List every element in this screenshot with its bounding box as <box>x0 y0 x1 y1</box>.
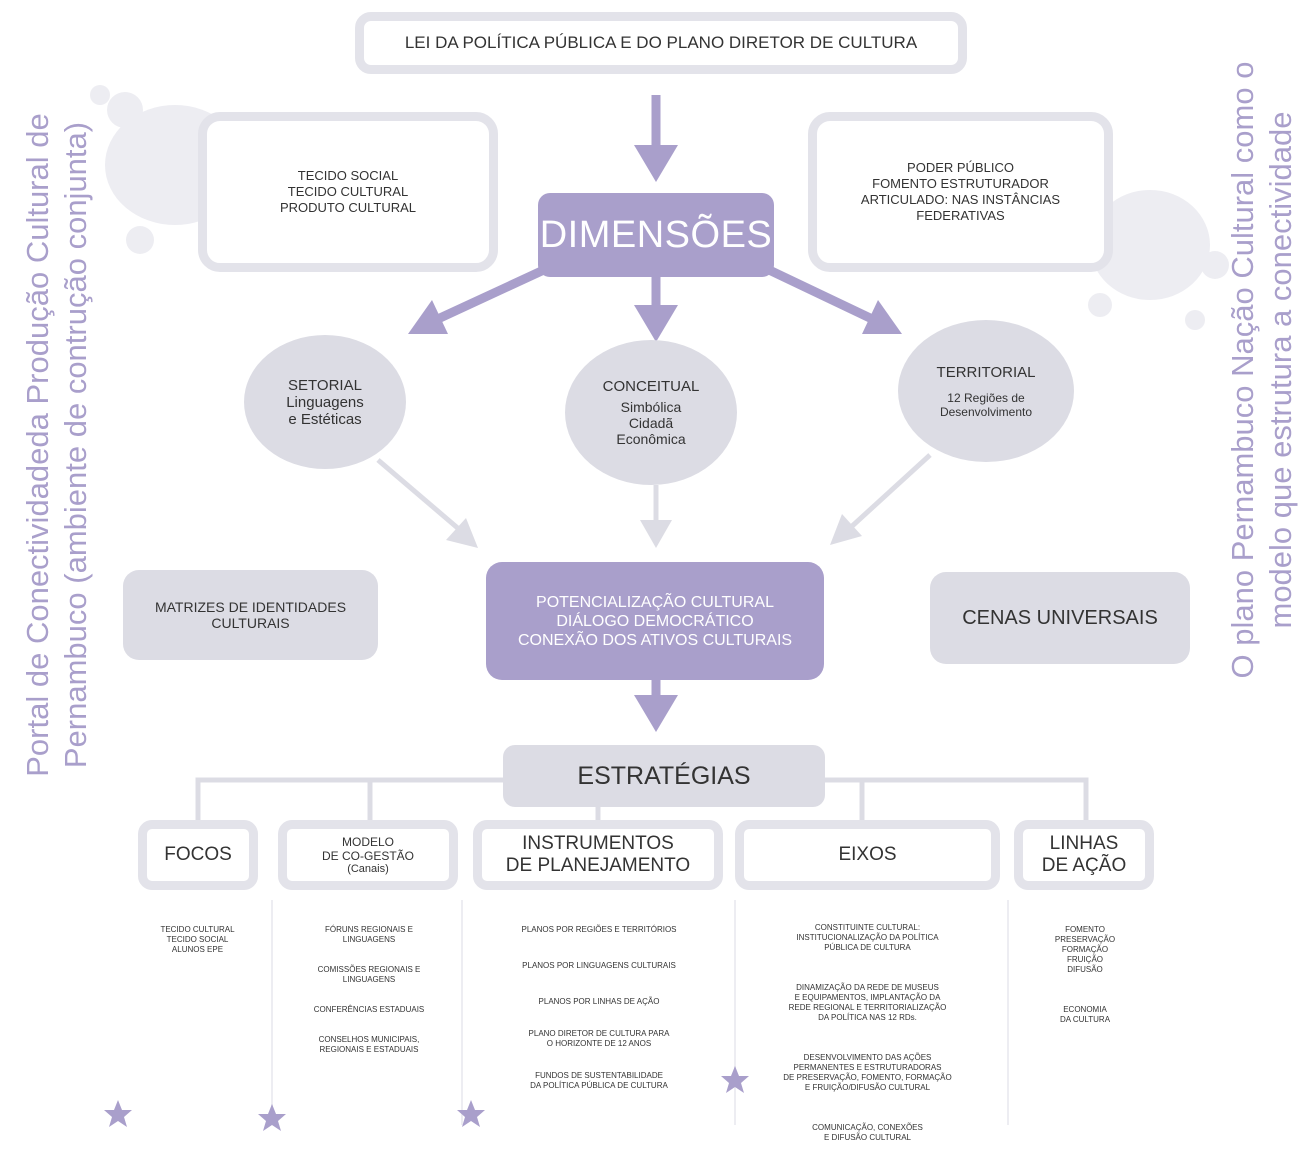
modelo-item: CONSELHOS MUNICIPAIS, REGIONAIS E ESTADU… <box>318 1035 420 1054</box>
arrow-dimensoes-to-setorial <box>408 263 550 334</box>
tecido-box: TECIDO SOCIAL TECIDO CULTURAL PRODUTO CU… <box>198 112 498 272</box>
conceitual-ellipse: CONCEITUAL Simbólica Cidadã Econômica <box>565 340 737 485</box>
eixos-title: EIXOS <box>838 844 897 865</box>
matrizes-line: CULTURAIS <box>211 615 290 631</box>
eixos-item: DESENVOLVIMENTO DAS AÇÕES PERMANENTES E … <box>783 1053 952 1092</box>
potencializacao-box: POTENCIALIZAÇÃO CULTURAL DIÁLOGO DEMOCRÁ… <box>486 562 824 680</box>
tecido-line: TECIDO SOCIAL <box>297 168 399 183</box>
poder-line: FOMENTO ESTRUTURADOR <box>872 176 1049 191</box>
territorial-line: Desenvolvimento <box>939 404 1033 419</box>
side-right-line1: O plano Pernambuco Nação Cultural como o <box>1225 61 1260 679</box>
column-dividers <box>271 900 1009 1125</box>
conceitual-line: Econômica <box>616 431 686 447</box>
paint-splash-right <box>1088 190 1229 330</box>
arrow-potencial-to-estrategias <box>634 680 678 732</box>
star-icon <box>258 1104 286 1131</box>
instrumentos-item: PLANOS POR LINHAS DE AÇÃO <box>538 997 660 1006</box>
arrow-law-to-dimensoes <box>634 95 678 182</box>
territorial-ellipse: TERRITORIAL 12 Regiões de Desenvolviment… <box>898 320 1074 462</box>
linhas-line: DE AÇÃO <box>1041 855 1127 876</box>
side-right-line2: modelo que estrutura a conectividade <box>1263 111 1298 629</box>
eixos-item: CONSTITUINTE CULTURAL: INSTITUCIONALIZAÇ… <box>796 923 939 952</box>
eixos-item: DINAMIZAÇÃO DA REDE DE MUSEUS E EQUIPAME… <box>788 983 947 1022</box>
modelo-item: CONFERÊNCIAS ESTADUAIS <box>313 1005 425 1014</box>
territorial-line: 12 Regiões de <box>947 390 1025 405</box>
side-title-left: Portal de Conectividadeda Produção Cultu… <box>19 113 95 776</box>
matrizes-line: MATRIZES DE IDENTIDADES <box>154 599 347 615</box>
instrumentos-line: DE PLANEJAMENTO <box>505 855 691 876</box>
modelo-line: DE CO-GESTÃO <box>321 849 414 863</box>
setorial-title: SETORIAL <box>288 376 362 394</box>
focos-title: FOCOS <box>164 844 232 865</box>
linhas-line: LINHAS <box>1049 833 1119 854</box>
side-left-line1: Portal de Conectividadeda Produção Cultu… <box>20 113 55 777</box>
setorial-line: e Estéticas <box>288 410 362 428</box>
modelo-details: FÓRUNS REGIONAIS E LINGUAGENS COMISSÕES … <box>280 915 458 1075</box>
poder-line: FEDERATIVAS <box>916 208 1005 223</box>
estrategias-title: ESTRATÉGIAS <box>577 761 751 790</box>
linhas-details: FOMENTO PRESERVAÇÃO FORMAÇÃO FRUIÇÃO DIF… <box>1016 915 1154 1045</box>
potencial-line: CONEXÃO DOS ATIVOS CULTURAIS <box>517 631 793 649</box>
instrumentos-box: INSTRUMENTOS DE PLANEJAMENTO <box>473 820 723 890</box>
linhas-item: ECONOMIA DA CULTURA <box>1059 1005 1111 1024</box>
modelo-item: COMISSÕES REGIONAIS E LINGUAGENS <box>317 965 421 984</box>
potencial-line: POTENCIALIZAÇÃO CULTURAL <box>536 593 774 611</box>
setorial-line: Linguagens <box>286 393 364 411</box>
instrumentos-details: PLANOS POR REGIÕES E TERRITÓRIOS PLANOS … <box>475 915 723 1111</box>
conceitual-title: CONCEITUAL <box>602 378 700 395</box>
star-icon <box>104 1100 132 1127</box>
instrumentos-item: FUNDOS DE SUSTENTABILIDADE DA POLÍTICA P… <box>530 1071 668 1090</box>
side-title-right: O plano Pernambuco Nação Cultural como o… <box>1224 62 1300 679</box>
decorative-stars <box>104 1066 749 1131</box>
matrizes-box: MATRIZES DE IDENTIDADES CULTURAIS <box>123 570 378 660</box>
modelo-item: FÓRUNS REGIONAIS E LINGUAGENS <box>324 925 413 944</box>
focos-details: TECIDO CULTURAL TECIDO SOCIAL ALUNOS EPE <box>135 915 260 975</box>
potencial-line: DIÁLOGO DEMOCRÁTICO <box>556 612 754 630</box>
conceitual-line: Cidadã <box>628 415 674 431</box>
arrow-conceitual-to-potencial <box>640 485 672 548</box>
arrow-dimensoes-to-territorial <box>763 263 902 334</box>
instrumentos-line: INSTRUMENTOS <box>522 833 674 854</box>
side-left-line2: Pernambuco (ambiente de contrução conjun… <box>58 121 93 769</box>
dimensoes-title: DIMENSÕES <box>539 213 773 256</box>
linhas-box: LINHAS DE AÇÃO <box>1014 820 1154 890</box>
arrow-territorial-to-potencial <box>830 453 932 545</box>
focos-item: TECIDO CULTURAL TECIDO SOCIAL ALUNOS EPE <box>160 925 235 954</box>
modelo-line: (Canais) <box>347 863 389 875</box>
cenas-universais-box: CENAS UNIVERSAIS <box>930 572 1190 664</box>
poder-line: PODER PÚBLICO <box>907 160 1014 175</box>
tecido-line: TECIDO CULTURAL <box>287 184 409 199</box>
cenas-title: CENAS UNIVERSAIS <box>962 606 1158 629</box>
arrow-dimensoes-to-conceitual <box>634 275 678 342</box>
setorial-ellipse: SETORIAL Linguagens e Estéticas <box>244 335 406 469</box>
star-icon <box>457 1100 485 1127</box>
eixos-box: EIXOS <box>735 820 1000 890</box>
territorial-title: TERRITORIAL <box>936 363 1036 381</box>
eixos-details: CONSTITUINTE CULTURAL: INSTITUCIONALIZAÇ… <box>740 913 995 1163</box>
eixos-item: COMUNICAÇÃO, CONEXÕES E DIFUSÃO CULTURAL <box>812 1123 923 1142</box>
instrumentos-item: PLANOS POR REGIÕES E TERRITÓRIOS <box>521 925 677 934</box>
instrumentos-item: PLANO DIRETOR DE CULTURA PARA O HORIZONT… <box>528 1029 670 1048</box>
tecido-line: PRODUTO CULTURAL <box>279 200 417 215</box>
dimensoes-box: DIMENSÕES <box>538 193 774 277</box>
modelo-box: MODELO DE CO-GESTÃO (Canais) <box>278 820 458 890</box>
poder-line: ARTICULADO: NAS INSTÂNCIAS <box>860 192 1061 207</box>
law-title: LEI DA POLÍTICA PÚBLICA E DO PLANO DIRET… <box>404 33 918 52</box>
conceitual-line: Simbólica <box>620 399 682 415</box>
modelo-line: MODELO <box>341 835 394 849</box>
arrow-setorial-to-potencial <box>376 458 478 548</box>
estrategias-box: ESTRATÉGIAS <box>503 745 825 807</box>
linhas-item: FOMENTO PRESERVAÇÃO FORMAÇÃO FRUIÇÃO DIF… <box>1054 925 1116 974</box>
law-box: LEI DA POLÍTICA PÚBLICA E DO PLANO DIRET… <box>355 12 967 74</box>
arrows <box>376 95 932 732</box>
star-icon <box>721 1066 749 1093</box>
instrumentos-item: PLANOS POR LINGUAGENS CULTURAIS <box>522 961 676 970</box>
poder-publico-box: PODER PÚBLICO FOMENTO ESTRUTURADOR ARTIC… <box>808 112 1113 272</box>
focos-box: FOCOS <box>138 820 258 890</box>
